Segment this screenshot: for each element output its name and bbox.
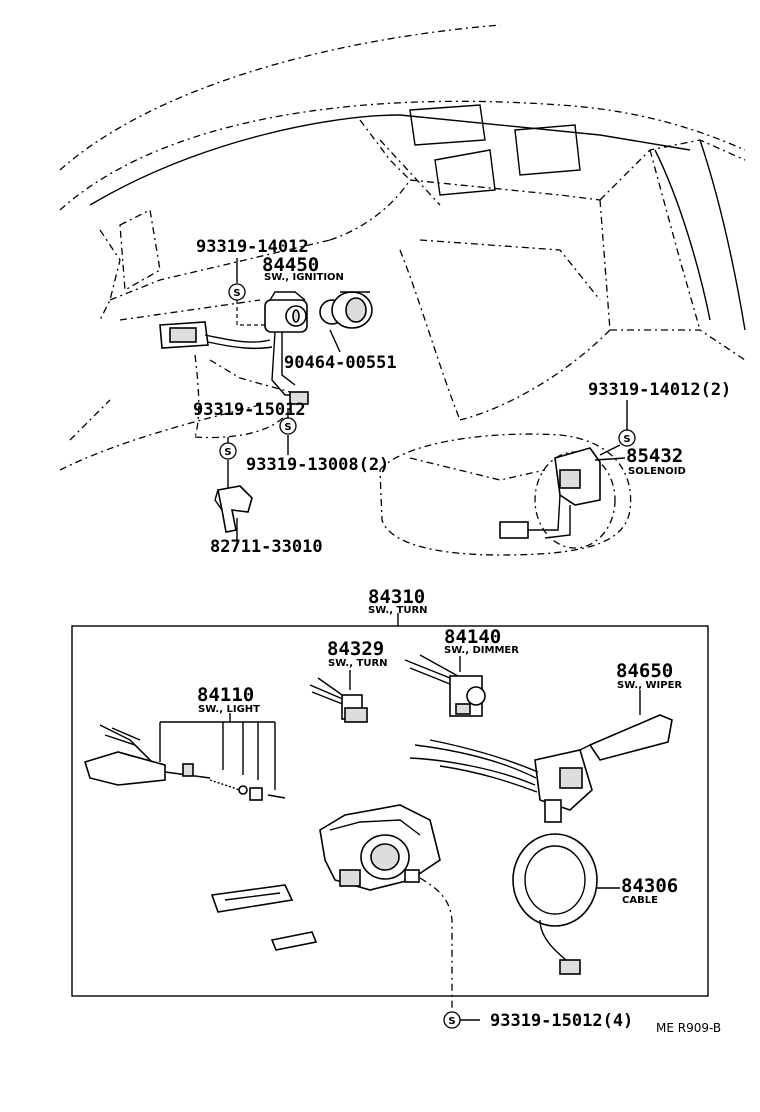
part-caption: SW., LIGHT (198, 704, 260, 715)
screw-symbol: S (443, 1011, 461, 1029)
spiral-cable-illustration (512, 833, 620, 975)
part-number-label: 84310 (368, 586, 425, 608)
part-number-label: 93319-14012 (196, 237, 309, 257)
part-number-label: 84450 (262, 254, 319, 276)
dashboard-outline (59, 24, 746, 471)
screw-symbol: S (618, 429, 636, 447)
wiper-switch-illustration (409, 690, 673, 823)
reference-code: ME R909-B (656, 1021, 721, 1035)
part-number-label: 82711-33010 (210, 537, 323, 557)
part-number-label: 93319-15012(4) (490, 1011, 633, 1031)
steering-column-cover-illustration (379, 400, 632, 556)
part-number-label: 84110 (197, 684, 254, 706)
screw-symbol: S (219, 442, 237, 460)
part-caption: SOLENOID (628, 466, 686, 477)
bracket-illustration (214, 485, 253, 533)
part-caption: SW., TURN (328, 658, 388, 669)
svg-text:S: S (233, 288, 240, 299)
part-number-label: 84140 (444, 626, 501, 648)
ignition-switch-illustration (159, 291, 373, 405)
part-number-label: 84329 (327, 638, 384, 660)
turn-switch-small-illustration (309, 670, 368, 723)
part-number-label: 84650 (616, 660, 673, 682)
part-number-label: 84306 (621, 875, 678, 897)
part-caption: SW., IGNITION (264, 272, 344, 283)
svg-text:S: S (224, 447, 231, 458)
connector-illustration (270, 931, 318, 951)
part-caption: SW., DIMMER (444, 645, 519, 656)
part-number-label: 90464-00551 (284, 353, 397, 373)
screw-symbol: S (228, 283, 246, 301)
part-caption: SW., TURN (368, 605, 428, 616)
svg-text:S: S (284, 422, 291, 433)
part-number-label: 93319-13008(2) (246, 455, 389, 475)
svg-text:S: S (448, 1016, 455, 1027)
part-caption: CABLE (622, 895, 658, 906)
part-number-label: 93319-14012(2) (588, 380, 731, 400)
part-number-label: 93319-15012 (193, 400, 306, 420)
ignition-leader-lines (194, 258, 341, 540)
turn-switch-body-illustration (319, 804, 453, 1012)
part-caption: SW., WIPER (617, 680, 682, 691)
connector-illustration (210, 884, 294, 913)
light-switch-illustration (83, 713, 286, 801)
part-number-label: 85432 (626, 445, 683, 467)
svg-text:S: S (623, 434, 630, 445)
dimmer-switch-illustration (404, 654, 486, 717)
screw-symbol: S (279, 417, 297, 435)
turn-switch-assembly-box (71, 613, 709, 997)
